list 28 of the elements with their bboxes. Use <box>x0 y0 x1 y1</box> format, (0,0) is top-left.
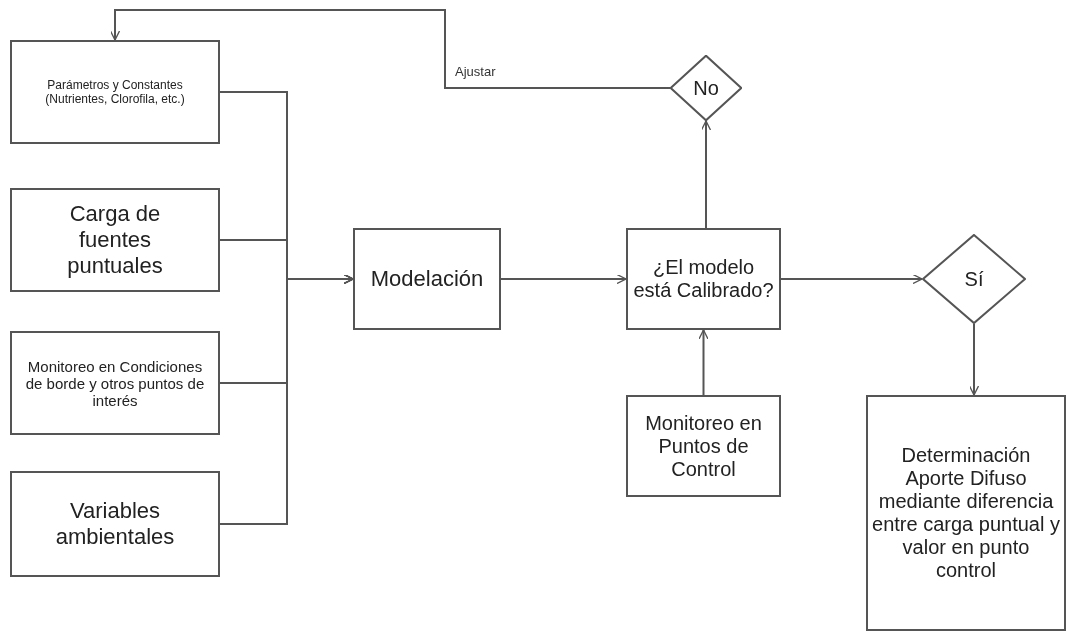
process-box <box>10 40 220 144</box>
arrow <box>109 9 671 89</box>
node-text: Parámetros y Constantes (Nutrientes, Clorofila, etc.) <box>44 78 186 106</box>
decision-diamond <box>922 234 1026 324</box>
process-box <box>866 395 1066 631</box>
node-text: No <box>692 76 720 100</box>
process-box <box>626 228 781 330</box>
arrow <box>500 273 627 285</box>
process-box <box>353 228 501 330</box>
node-text: Monitoreo en Puntos de Control <box>644 411 763 481</box>
node-text: Monitoreo en Condiciones de borde y otros puntos de interés <box>24 357 206 409</box>
process-box <box>626 395 781 497</box>
node-text: ¿El modelo está Calibrado? <box>632 256 775 302</box>
process-box <box>10 471 220 577</box>
decision-diamond <box>670 55 742 121</box>
arrow <box>780 273 923 285</box>
process-box <box>10 188 220 292</box>
arrow <box>700 120 712 229</box>
node-text: Modelación <box>369 266 485 292</box>
process-box <box>10 331 220 435</box>
node-text: Carga de fuentes puntuales <box>66 201 164 279</box>
arrow <box>219 273 354 525</box>
arrow <box>698 329 709 396</box>
edge-label: Ajustar <box>453 64 498 79</box>
node-text: Determinación Aporte Difuso mediante diferencia entre carga puntual y valor en punto control <box>871 444 1061 582</box>
arrow <box>968 323 980 396</box>
node-text: Sí <box>963 267 985 291</box>
node-text: Variables ambientales <box>54 498 176 550</box>
